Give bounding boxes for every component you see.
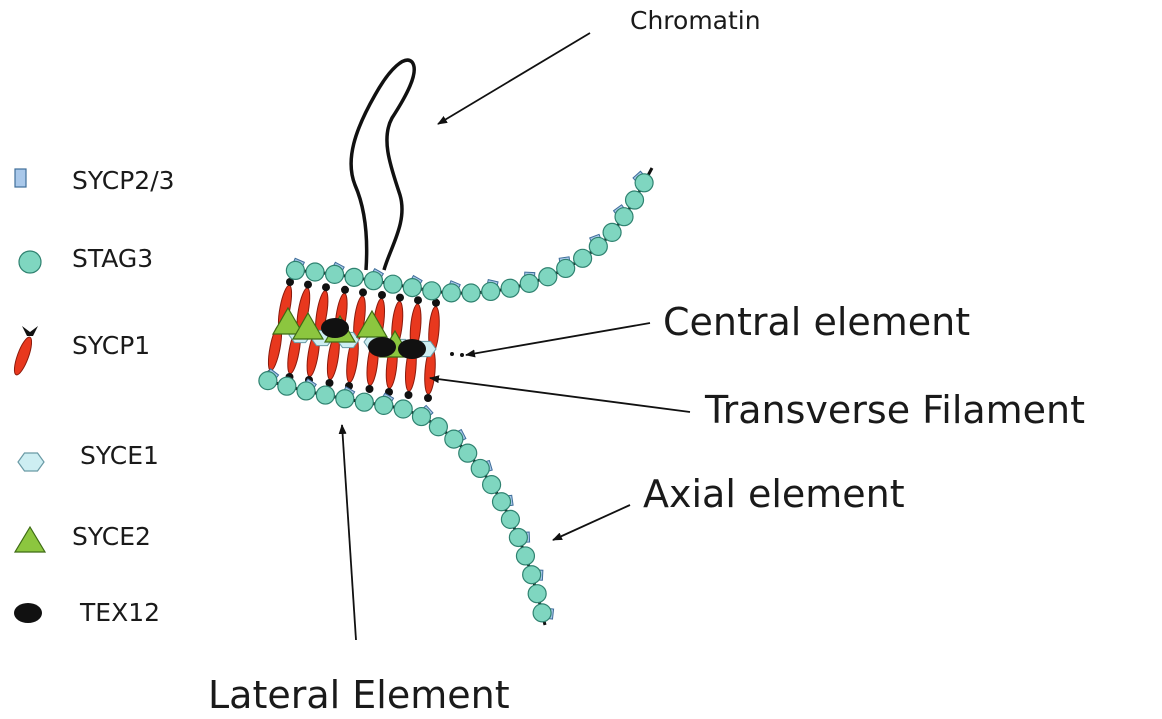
- central-element-arrow: [466, 323, 650, 355]
- syce2-legend-icon: [15, 527, 45, 552]
- stag3-legend-icon: [19, 251, 41, 273]
- sycp1-head: [366, 385, 374, 393]
- lateral-element-label: Lateral Element: [208, 673, 510, 717]
- transverse-filament-arrow: [430, 378, 690, 412]
- legend-label-stag3: STAG3: [72, 244, 153, 274]
- stag3-protein: [403, 279, 421, 297]
- stag3-protein: [589, 237, 607, 255]
- central-element-dot: [460, 353, 464, 357]
- stag3-protein: [423, 282, 441, 300]
- stag3-protein: [523, 566, 541, 584]
- central-element-dot: [450, 352, 454, 356]
- stag3-protein: [286, 261, 304, 279]
- stag3-protein: [394, 400, 412, 418]
- chromatin-label: Chromatin: [630, 6, 761, 35]
- legend-label-tex12: TEX12: [80, 598, 160, 628]
- stag3-protein: [635, 174, 653, 192]
- sycp1-head: [424, 394, 432, 402]
- legend-label-syce2: SYCE2: [72, 522, 151, 552]
- tex12-protein: [321, 318, 349, 338]
- stag3-protein: [336, 390, 354, 408]
- stag3-protein: [375, 396, 393, 414]
- axial-bead-group: [259, 171, 653, 622]
- stag3-protein: [482, 282, 500, 300]
- stag3-protein: [462, 284, 480, 302]
- sycp1-head-legend-icon: [22, 326, 38, 336]
- stag3-protein: [615, 208, 633, 226]
- stag3-protein: [557, 259, 575, 277]
- stag3-protein: [442, 284, 460, 302]
- stag3-protein: [528, 585, 546, 603]
- stag3-protein: [501, 510, 519, 528]
- sycp1-head: [405, 391, 413, 399]
- stag3-protein: [471, 459, 489, 477]
- sycp1-head: [396, 294, 404, 302]
- stag3-protein: [483, 476, 501, 494]
- axial-element-arrow: [553, 505, 630, 540]
- legend-label-sycp1: SYCP1: [72, 331, 150, 361]
- sycp1-head: [341, 286, 349, 294]
- tex12-legend-icon: [14, 603, 42, 623]
- sycp1-head: [378, 291, 386, 299]
- syce1-legend-icon: [18, 453, 44, 471]
- stag3-protein: [533, 604, 551, 622]
- stag3-protein: [539, 268, 557, 286]
- central-element-label: Central element: [663, 300, 970, 344]
- tex12-protein: [398, 339, 426, 359]
- legend-icon-group: [11, 169, 45, 623]
- sycp23-legend-icon: [15, 169, 26, 187]
- sycp1-head: [322, 283, 330, 291]
- stag3-protein: [574, 249, 592, 267]
- stag3-protein: [429, 418, 447, 436]
- stag3-protein: [520, 274, 538, 292]
- stag3-protein: [603, 223, 621, 241]
- stag3-protein: [384, 275, 402, 293]
- sycp1-head: [359, 288, 367, 296]
- chromatin-loop: [351, 60, 414, 270]
- stag3-protein: [326, 265, 344, 283]
- stag3-protein: [445, 430, 463, 448]
- tex12-protein: [368, 337, 396, 357]
- stag3-protein: [516, 547, 534, 565]
- axial-element-label: Axial element: [643, 472, 905, 516]
- transverse-filament-label: Transverse Filament: [705, 388, 1085, 432]
- stag3-protein: [412, 408, 430, 426]
- stag3-protein: [306, 263, 324, 281]
- sycp1-head: [414, 296, 422, 304]
- sycp1-head: [304, 281, 312, 289]
- sycp1-legend-icon: [11, 335, 35, 376]
- legend-label-sycp23: SYCP2/3: [72, 166, 175, 196]
- stag3-protein: [459, 444, 477, 462]
- stag3-protein: [493, 493, 511, 511]
- stag3-protein: [509, 528, 527, 546]
- stag3-protein: [365, 272, 383, 290]
- stag3-protein: [316, 386, 334, 404]
- lateral-element-arrow: [342, 425, 356, 640]
- legend-label-syce1: SYCE1: [80, 441, 159, 471]
- stag3-protein: [501, 279, 519, 297]
- stag3-protein: [345, 268, 363, 286]
- stag3-protein: [626, 191, 644, 209]
- stag3-protein: [259, 372, 277, 390]
- stag3-protein: [297, 382, 315, 400]
- stag3-protein: [355, 393, 373, 411]
- chromatin-arrow: [438, 33, 590, 124]
- stag3-protein: [278, 377, 296, 395]
